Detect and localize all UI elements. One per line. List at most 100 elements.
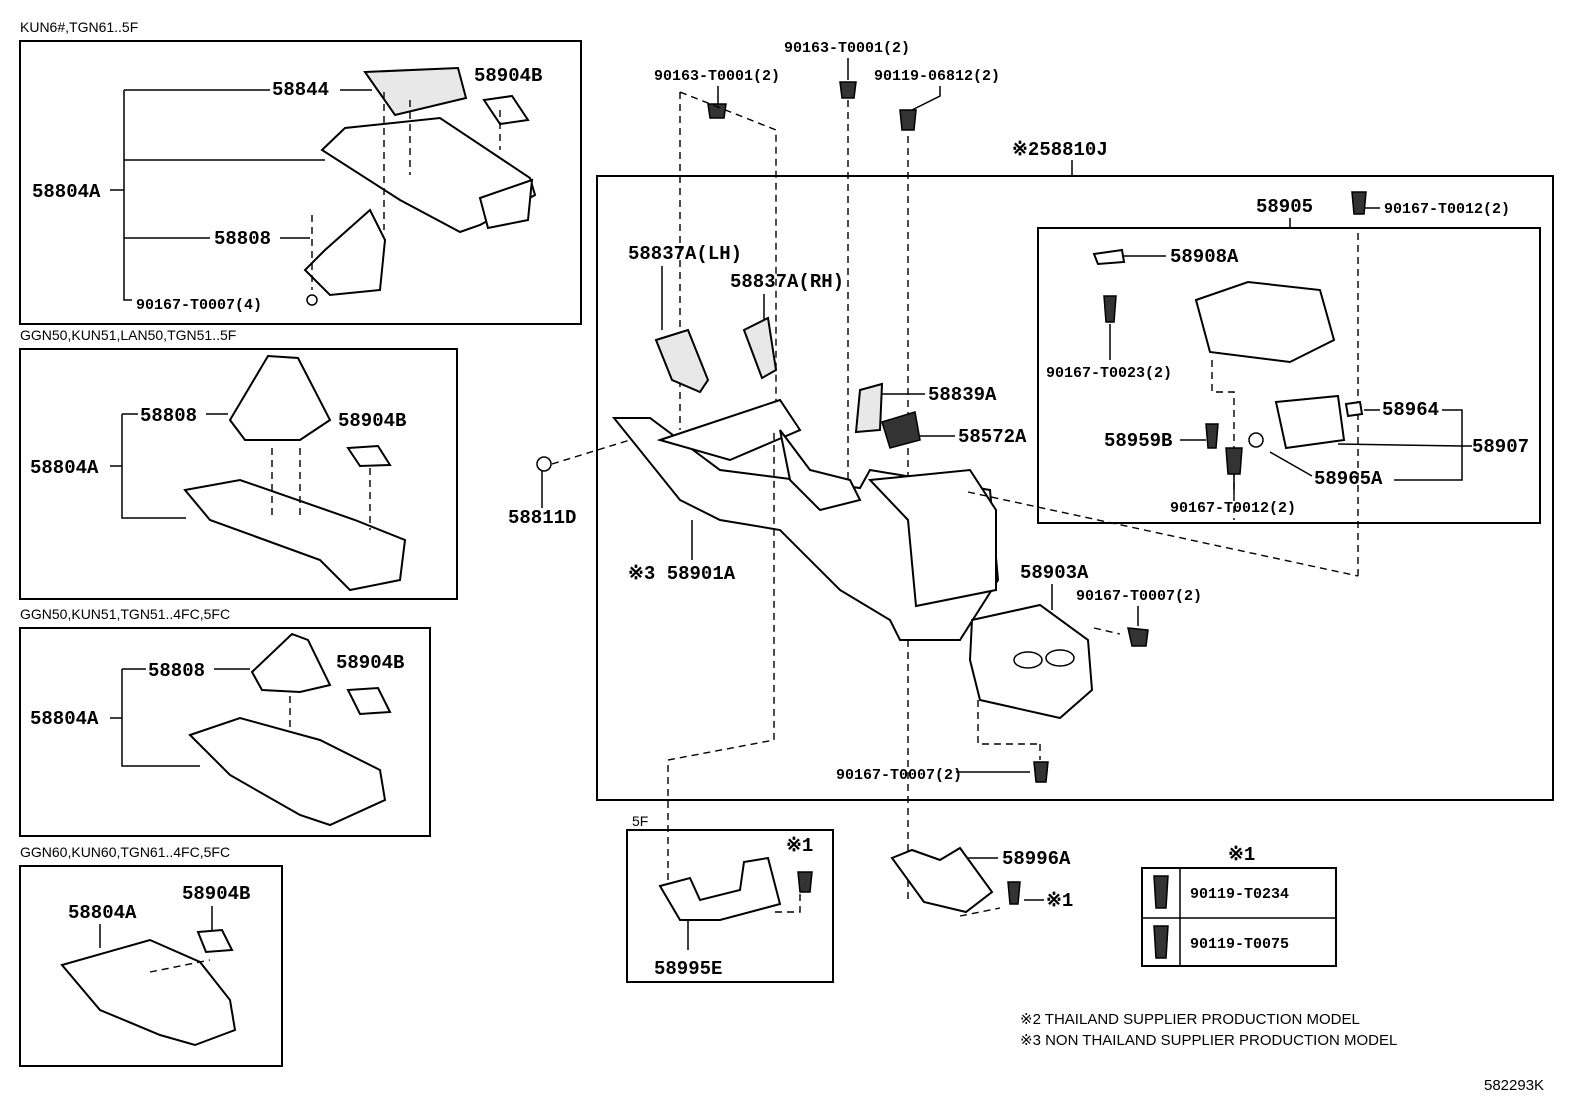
panel-frame (19, 865, 283, 1067)
part-58572a (881, 411, 921, 449)
panel-ggn50-5f: GGN50,KUN51,LAN50,TGN51..5F 58808 58904B… (19, 327, 458, 600)
bolt-label-90167-t0007-b[interactable]: 90167-T0007(2) (836, 767, 962, 784)
part-58837a-rh (742, 316, 778, 380)
assembly-frame (596, 175, 1554, 801)
part-58837a-lh (654, 328, 710, 394)
part-label-58808[interactable]: 58808 (140, 405, 197, 427)
part-label-58839a[interactable]: 58839A (928, 384, 997, 406)
part-label-58995e[interactable]: 58995E (654, 958, 722, 980)
figure-id: 582293K (1484, 1077, 1544, 1094)
marker-star1: ※1 (786, 835, 813, 857)
part-label-58903a[interactable]: 58903A (1020, 562, 1089, 584)
part-label-58808[interactable]: 58808 (148, 660, 205, 682)
part-58808-boot (250, 632, 332, 694)
part-label-58837a-lh[interactable]: 58837A(LH) (628, 243, 742, 265)
panel-caption: 5F (632, 813, 648, 829)
part-label-58904b[interactable]: 58904B (338, 410, 406, 432)
part-label-58844[interactable]: 58844 (272, 79, 329, 101)
part-label-58804a[interactable]: 58804A (32, 181, 101, 203)
legend-frame (1141, 867, 1337, 967)
part-label-58837a-rh[interactable]: 58837A(RH) (730, 271, 844, 293)
part-58839a (854, 382, 884, 434)
panel-caption: GGN50,KUN51,LAN50,TGN51..5F (20, 327, 236, 343)
part-label-58907[interactable]: 58907 (1472, 436, 1529, 458)
bolt-icon (707, 81, 917, 131)
legend-item: 90119-T0234 (1190, 886, 1289, 903)
part-label-58804a[interactable]: 58804A (30, 708, 99, 730)
panel-caption: GGN50,KUN51,TGN51..4FC,5FC (20, 606, 230, 622)
bolt-icon (1205, 423, 1219, 449)
part-58904b (482, 94, 530, 126)
bolt-label-90167-t0012-a[interactable]: 90167-T0012(2) (1384, 201, 1510, 218)
part-58808-boot (303, 208, 387, 297)
part-58804a-tray (60, 938, 237, 1047)
panel-ggn60-4fc: GGN60,KUN60,TGN61..4FC,5FC 58804A 58904B (19, 844, 283, 1067)
part-label-58572a[interactable]: 58572A (958, 426, 1027, 448)
part-label-58905[interactable]: 58905 (1256, 196, 1313, 218)
panel-ggn50-4fc: GGN50,KUN51,TGN51..4FC,5FC 58808 58904B … (19, 606, 431, 837)
assembly-label-58810j[interactable]: ※258810J (1012, 139, 1108, 161)
bracket-5f-panel: 5F ※1 58995E (626, 430, 834, 983)
part-armrest-lid (1194, 280, 1336, 364)
part-label-58904b[interactable]: 58904B (474, 65, 542, 87)
bolt-icon (1153, 875, 1169, 909)
part-label-58908a[interactable]: 58908A (1170, 246, 1239, 268)
bolt-label-90167-t0023[interactable]: 90167-T0023(2) (1046, 365, 1172, 382)
bolt-label-90167-t0012-b[interactable]: 90167-T0012(2) (1170, 500, 1296, 517)
part-label-58904b[interactable]: 58904B (182, 883, 250, 905)
part-58804a-tray (183, 478, 407, 592)
bolt-label-90163-t0001-a[interactable]: 90163-T0001(2) (784, 40, 910, 57)
main-assembly: ※258810J 90163-T0001(2) 90163-T0001(2) 9… (508, 40, 1554, 900)
part-label-58901a[interactable]: ※3 58901A (628, 563, 736, 585)
bolt-label-90163-t0001-b[interactable]: 90163-T0001(2) (654, 68, 780, 85)
part-label-58811d[interactable]: 58811D (508, 507, 576, 529)
footnote-2: ※2 THAILAND SUPPLIER PRODUCTION MODEL (1020, 1011, 1360, 1028)
legend-title: ※1 (1228, 844, 1255, 866)
part-label-58804a[interactable]: 58804A (30, 457, 99, 479)
bolt-icon (1351, 191, 1367, 215)
bolt-icon (797, 871, 813, 893)
bracket-58996a: 58996A ※1 (890, 846, 1073, 917)
part-label-58964[interactable]: 58964 (1382, 399, 1439, 421)
panel-frame (19, 348, 458, 600)
footnote-3: ※3 NON THAILAND SUPPLIER PRODUCTION MODE… (1020, 1032, 1397, 1049)
marker-star1: ※1 (1046, 890, 1073, 912)
legend-star1: ※1 90119-T0234 90119-T0075 (1141, 844, 1337, 967)
bolt-icon (1127, 627, 1149, 647)
bolt-icon (1033, 761, 1049, 783)
part-label-58808[interactable]: 58808 (214, 228, 271, 250)
part-label-58804a[interactable]: 58804A (68, 902, 137, 924)
part-58844 (363, 66, 468, 117)
part-label-58965a[interactable]: 58965A (1314, 468, 1383, 490)
part-label-58959b[interactable]: 58959B (1104, 430, 1172, 452)
panel-frame (19, 40, 582, 325)
part-58995e-bracket (658, 856, 782, 921)
part-58965a (1248, 432, 1264, 448)
part-58907-latch (1274, 394, 1346, 450)
bolt-icon (1225, 447, 1243, 475)
panel-caption: GGN60,KUN60,TGN61..4FC,5FC (20, 844, 230, 860)
bolt-icon (1007, 881, 1021, 905)
bolt-icon (1153, 925, 1169, 959)
part-label-58904b[interactable]: 58904B (336, 652, 404, 674)
part-58804a-tray (188, 716, 387, 827)
part-58901a-console (611, 417, 1000, 641)
legend-item: 90119-T0075 (1190, 936, 1289, 953)
bolt-icon (1103, 295, 1117, 323)
panel-frame (626, 829, 834, 983)
panel-caption: KUN6#,TGN61..5F (20, 19, 138, 35)
bolt-label-90167-t0007-a[interactable]: 90167-T0007(2) (1076, 588, 1202, 605)
part-58908a (1092, 248, 1126, 266)
panel-kun6-5f: KUN6#,TGN61..5F 58844 58904B 58804A 5880… (19, 19, 582, 325)
part-58904b (196, 928, 234, 954)
part-label-58996a[interactable]: 58996A (1002, 848, 1071, 870)
part-58996a-bracket (890, 846, 994, 914)
subassembly-frame (1037, 227, 1541, 524)
part-58904b (346, 444, 392, 468)
part-label-bolt[interactable]: 90167-T0007(4) (136, 297, 262, 314)
part-58808-boot (228, 354, 332, 441)
clip-58811d (536, 456, 552, 472)
console-rear-box (867, 468, 997, 608)
bolt-label-90119-06812[interactable]: 90119-06812(2) (874, 68, 1000, 85)
